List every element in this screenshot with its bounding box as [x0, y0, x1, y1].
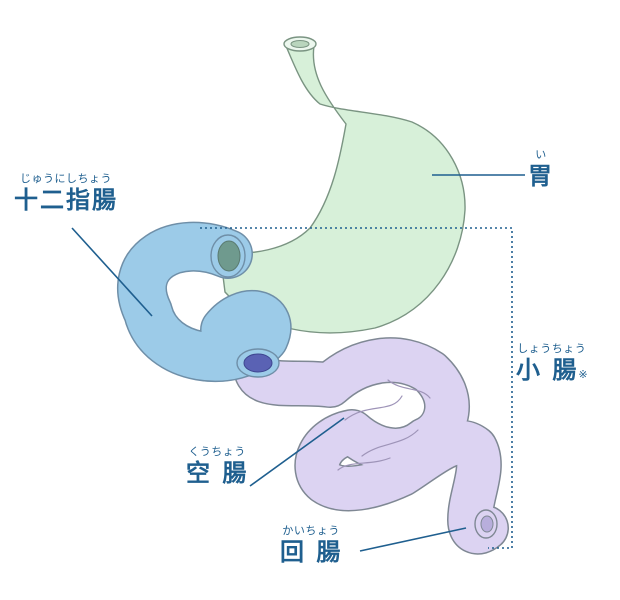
duodenum-leader-line [71, 227, 153, 317]
stomach-ruby: い [535, 148, 547, 161]
ileum-ruby: かいちょう [282, 524, 340, 537]
jejunum-ruby: くうちょう [188, 445, 246, 458]
junction-inner [243, 353, 273, 373]
esophagus-inner [290, 40, 310, 48]
duodenum-label: じゅうにしちょう 十二指腸 [14, 173, 118, 212]
duodenum-shape [117, 221, 292, 382]
small-intestine-label: しょうちょう 小 腸※ [516, 343, 588, 382]
small-intestine-bracket [200, 227, 513, 549]
duodenum-name: 十二指腸 [14, 186, 118, 214]
ileum-end-inner [480, 515, 494, 533]
intestine-shape [232, 337, 509, 555]
stomach-shape [219, 45, 466, 334]
ileum-name: 回 腸 [280, 538, 343, 566]
jejunum-name: 空 腸 [186, 459, 249, 487]
pylorus-inner [217, 240, 241, 272]
small-intestine-note: ※ [578, 368, 588, 381]
jejunum-leader-line [249, 417, 345, 487]
jejunum-label: くうちょう 空 腸 [186, 446, 248, 485]
stomach-name: 胃 [528, 162, 554, 190]
small-intestine-ruby: しょうちょう [517, 342, 587, 355]
small-intestine-name: 小 腸 [516, 356, 579, 384]
duodenum-ruby: じゅうにしちょう [20, 172, 112, 185]
ileum-leader-line [359, 527, 467, 552]
ileum-label: かいちょう 回 腸 [280, 525, 342, 564]
stomach-label: い 胃 [528, 149, 554, 188]
